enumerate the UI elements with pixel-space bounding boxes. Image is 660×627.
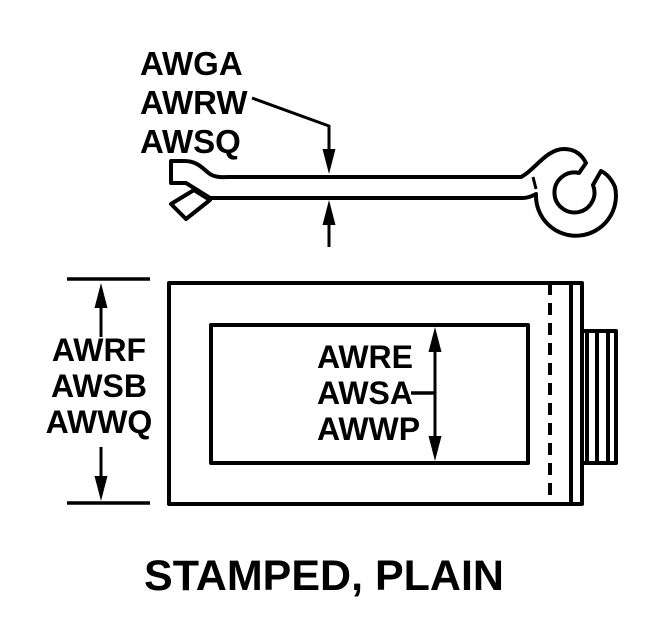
- body-outer-rect: [167, 281, 584, 506]
- panel-label-3: AWWP: [317, 411, 420, 447]
- panel-arrow-down: [428, 436, 442, 461]
- wrench-jaw-tip: [169, 188, 212, 221]
- height-arrow-down: [94, 476, 108, 501]
- height-arrow-up: [94, 283, 108, 308]
- thickness-arrow-up: [322, 200, 336, 225]
- thickness-arrow-down: [322, 149, 336, 174]
- bend-line: [531, 176, 538, 190]
- height-label-1: AWRF: [52, 332, 146, 368]
- thickness-leader-line: [251, 96, 331, 151]
- body-inner-panel-rect: [209, 323, 530, 465]
- panel-label-1: AWRE: [317, 339, 413, 375]
- side-view-figure: AWGA AWRW AWSQ: [140, 45, 618, 247]
- thickness-label-3: AWSQ: [140, 123, 241, 160]
- thickness-label-1: AWGA: [140, 45, 243, 82]
- figure-caption: STAMPED, PLAIN: [144, 552, 504, 600]
- height-label-2: AWSB: [51, 368, 147, 404]
- wrench-side-outline: [169, 147, 618, 238]
- thickness-label-2: AWRW: [140, 84, 248, 121]
- height-label-3: AWWQ: [46, 404, 153, 440]
- side-tab-rect: [585, 329, 618, 465]
- plan-view-figure: AWRF AWSB AWWQ AWRE AWSA AWWP: [46, 277, 618, 506]
- panel-arrow-up: [428, 327, 442, 352]
- panel-label-2: AWSA: [317, 375, 413, 411]
